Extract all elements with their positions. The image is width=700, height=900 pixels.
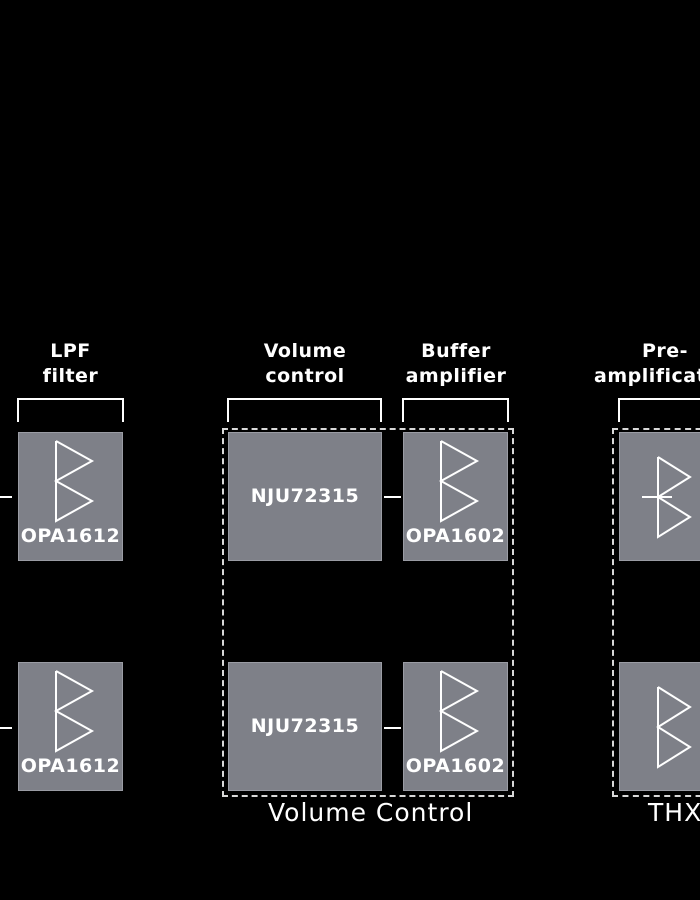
volume-control-group-outline	[222, 428, 514, 797]
op-amp-symbol-icon	[656, 686, 692, 769]
stage-label-preamp: Pre- amplificat	[594, 339, 700, 389]
lpf-block-bottom: OPA1612	[18, 662, 123, 791]
stage-label-buffer-line1: Buffer	[421, 340, 491, 362]
preamp-block-top	[619, 432, 700, 561]
op-amp-symbol-icon	[53, 440, 95, 523]
bracket-lpf	[17, 398, 124, 422]
chip-label: OPA1612	[20, 525, 121, 547]
stage-label-buffer: Buffer amplifier	[398, 339, 514, 389]
stage-label-lpf: LPF filter	[18, 339, 123, 389]
buffer-block-bottom: OPA1602	[403, 662, 508, 791]
stage-label-lpf-line2: filter	[42, 365, 99, 387]
stage-label-preamp-line2: amplificat	[594, 365, 700, 387]
chip-label: OPA1602	[405, 755, 506, 777]
op-amp-symbol-icon	[438, 670, 480, 753]
wire-vol-buf-bottom	[384, 727, 401, 729]
wire-vol-buf-top	[384, 496, 401, 498]
volume-control-caption: Volume Control	[268, 798, 474, 827]
bracket-preamp	[618, 398, 700, 422]
stage-label-lpf-line1: LPF	[50, 340, 91, 362]
bracket-volume	[227, 398, 382, 422]
chip-label: NJU72315	[250, 485, 360, 507]
bracket-buffer	[402, 398, 509, 422]
thx-group-outline	[612, 428, 700, 797]
op-amp-symbol-icon	[642, 456, 692, 539]
volume-block-top: NJU72315	[228, 432, 382, 561]
preamp-block-bottom	[619, 662, 700, 791]
stage-label-volume: Volume control	[228, 339, 382, 389]
stage-label-volume-line1: Volume	[263, 340, 347, 362]
buffer-block-top: OPA1602	[403, 432, 508, 561]
volume-block-bottom: NJU72315	[228, 662, 382, 791]
chip-label: NJU72315	[250, 715, 360, 737]
input-wire-top	[0, 496, 12, 498]
chip-label: OPA1602	[405, 525, 506, 547]
op-amp-symbol-icon	[438, 440, 480, 523]
input-wire-bottom	[0, 727, 12, 729]
chip-label: OPA1612	[20, 755, 121, 777]
thx-caption: THX	[648, 798, 700, 827]
lpf-block-top: OPA1612	[18, 432, 123, 561]
stage-label-volume-line2: control	[265, 365, 345, 387]
stage-label-buffer-line2: amplifier	[405, 365, 507, 387]
op-amp-symbol-icon	[53, 670, 95, 753]
stage-label-preamp-line1: Pre-	[642, 340, 689, 362]
